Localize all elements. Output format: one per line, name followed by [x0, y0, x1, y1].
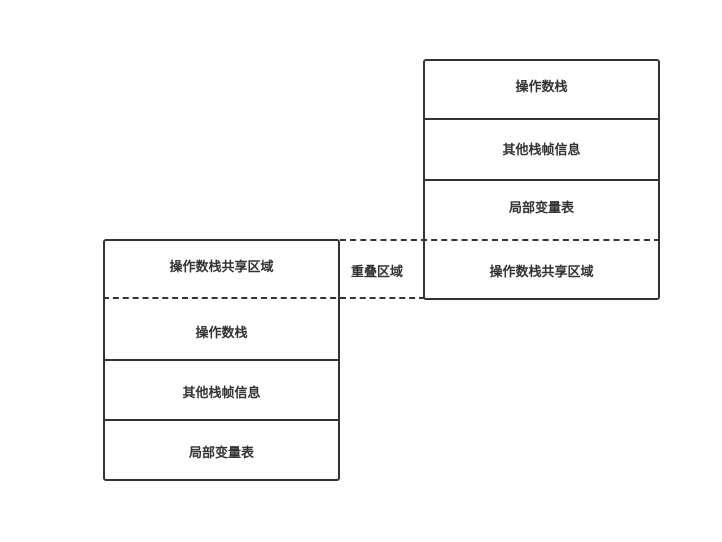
frame-left-divider-1: [103, 359, 340, 361]
frame-left-cell-operand-stack: 操作数栈: [195, 326, 248, 341]
frame-right-cell-shared-operand-area: 操作数栈共享区域: [489, 265, 594, 280]
frame-left-cell-other-frame-info: 其他栈帧信息: [182, 386, 261, 401]
frame-right-cell-operand-stack: 操作数栈: [515, 80, 568, 95]
frame-right-cell-other-frame-info: 其他栈帧信息: [502, 143, 581, 158]
overlap-region-label: 重叠区域: [351, 265, 404, 280]
frame-left-cell-shared-operand-area: 操作数栈共享区域: [169, 260, 274, 275]
frame-left-cell-local-variable-table: 局部变量表: [188, 446, 254, 461]
overlap-bottom-boundary: [103, 297, 425, 299]
frame-right-divider-1: [423, 118, 660, 120]
overlap-top-boundary: [340, 239, 660, 241]
frame-left-divider-2: [103, 419, 340, 421]
frame-right-divider-2: [423, 179, 660, 181]
frame-right-cell-local-variable-table: 局部变量表: [508, 201, 574, 216]
